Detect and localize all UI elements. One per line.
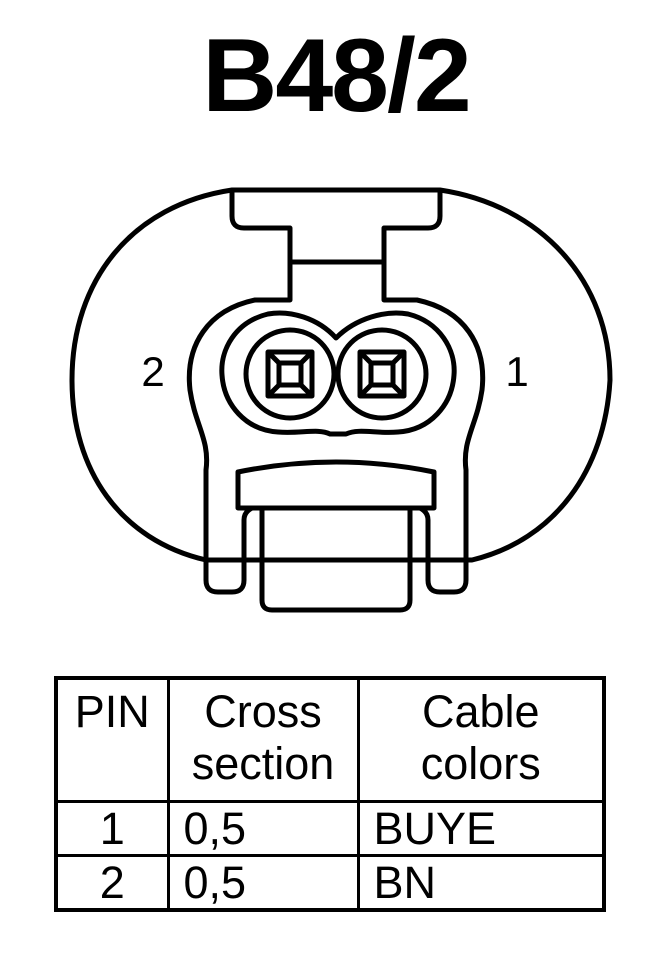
pin-cavity-outline xyxy=(219,310,457,437)
cell-cross-section: 0,5 xyxy=(166,854,360,912)
pin-2-contact-inner xyxy=(276,360,304,388)
connector-title: B48/2 xyxy=(202,18,472,134)
cell-pin: 2 xyxy=(54,854,170,912)
connector-housing-outline xyxy=(69,187,613,563)
table-header-row: PIN Cross section Cable colors xyxy=(54,676,606,803)
table-row: 1 0,5 BUYE xyxy=(54,800,606,857)
cell-cable-color: BUYE xyxy=(356,800,606,857)
pin-label-left: 2 xyxy=(141,348,164,395)
cell-cross-section: 0,5 xyxy=(166,800,360,857)
pin-1-socket xyxy=(335,327,429,421)
bottom-tab xyxy=(259,508,413,613)
cell-cable-color: BN xyxy=(356,854,606,912)
pin-assignment-table: PIN Cross section Cable colors 1 0,5 BUY… xyxy=(54,676,606,912)
header-pin: PIN xyxy=(54,676,170,803)
cell-pin: 1 xyxy=(54,800,170,857)
connector-face-diagram: 2 1 xyxy=(69,187,613,613)
pin-1-contact-inner xyxy=(368,360,396,388)
pin-2-contact-outer xyxy=(265,349,315,399)
table-row: 2 0,5 BN xyxy=(54,854,606,912)
bottom-tab-ridge xyxy=(235,459,437,511)
connector-inner-outline xyxy=(186,188,486,595)
header-cable-colors: Cable colors xyxy=(356,676,606,803)
header-cross-section: Cross section xyxy=(166,676,360,803)
pin-label-right: 1 xyxy=(505,348,528,395)
pin-1-contact-outer xyxy=(357,349,407,399)
pin-2-socket xyxy=(243,327,337,421)
